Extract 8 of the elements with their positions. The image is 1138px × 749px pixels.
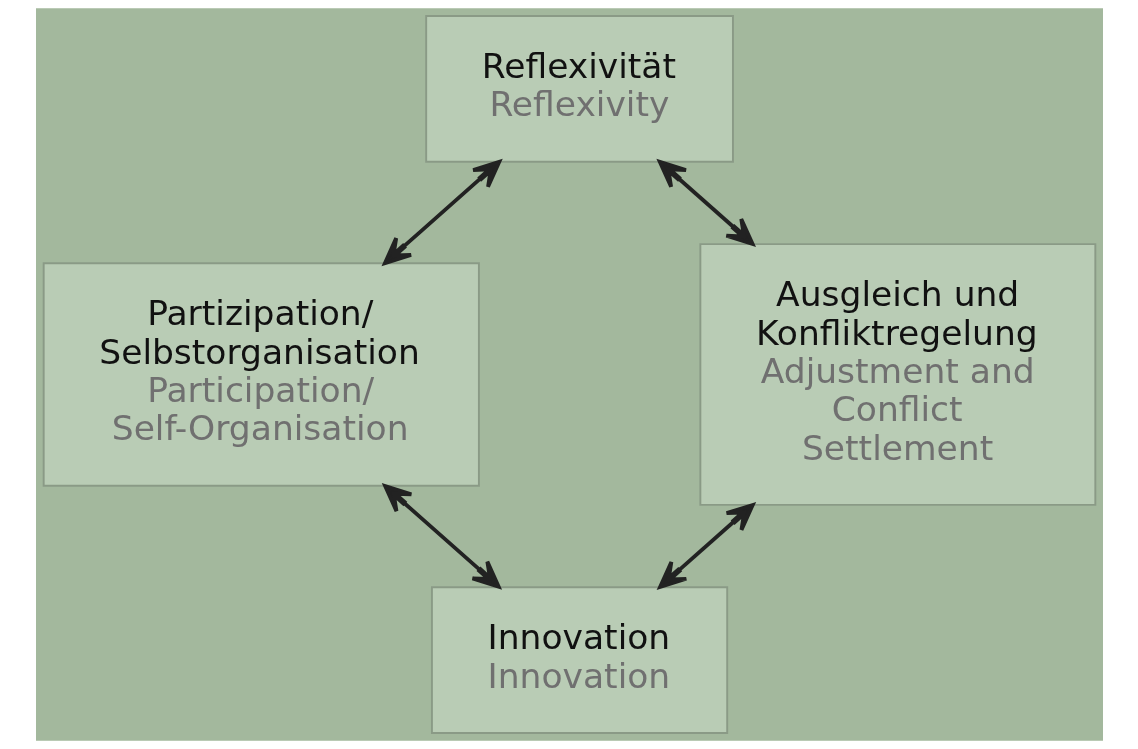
arrow xyxy=(382,484,500,589)
arrow xyxy=(657,503,755,589)
arrow xyxy=(657,159,754,246)
node-box: Innovation Innovation xyxy=(430,586,728,734)
arrow xyxy=(382,159,501,265)
node-box: Ausgleich und Konfliktregelung Adjustment and Conflict Settlement xyxy=(698,243,1096,506)
node-box: Partizipation/ Selbstorganisation Participation/ Self-Organisation xyxy=(42,262,480,487)
node-box: Reflexivität Reflexivity xyxy=(424,15,734,163)
